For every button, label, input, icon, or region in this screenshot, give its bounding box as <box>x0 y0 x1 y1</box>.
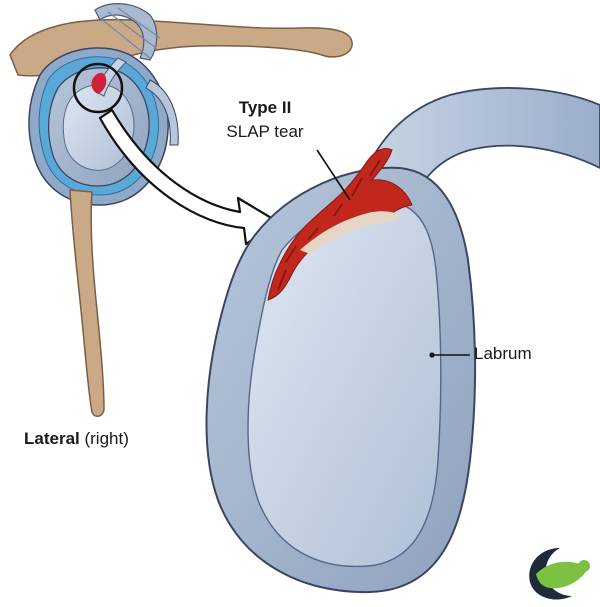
view-label: Lateral (right) <box>24 429 129 449</box>
ligament-bundle <box>94 3 158 61</box>
type-title: Type II <box>238 98 292 117</box>
type-label-leader <box>316 149 351 201</box>
labrum-leader <box>429 352 470 358</box>
view-label-bold: Lateral <box>24 429 80 448</box>
view-label-rest: (right) <box>84 429 129 448</box>
tear-location-mark <box>91 72 107 94</box>
glenoid-closeup <box>205 87 600 594</box>
scapula-blade <box>69 189 105 417</box>
zoom-circle <box>72 62 124 114</box>
crescent-leaf-logo <box>529 548 590 600</box>
labrum-label: Labrum <box>474 344 532 363</box>
type-subtitle: SLAP tear <box>226 122 304 141</box>
